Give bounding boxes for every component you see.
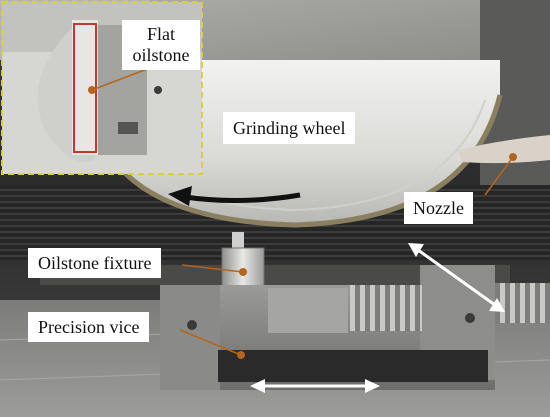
label-grinding-wheel: Grinding wheel <box>223 112 356 144</box>
label-flat-oilstone: Flat oilstone <box>122 20 200 70</box>
label-flat-oilstone-line2: oilstone <box>132 45 190 65</box>
label-nozzle: Nozzle <box>404 192 473 224</box>
label-flat-oilstone-line1: Flat <box>146 24 175 44</box>
label-oilstone-fixture: Oilstone fixture <box>28 248 162 278</box>
label-precision-vice: Precision vice <box>28 312 150 342</box>
